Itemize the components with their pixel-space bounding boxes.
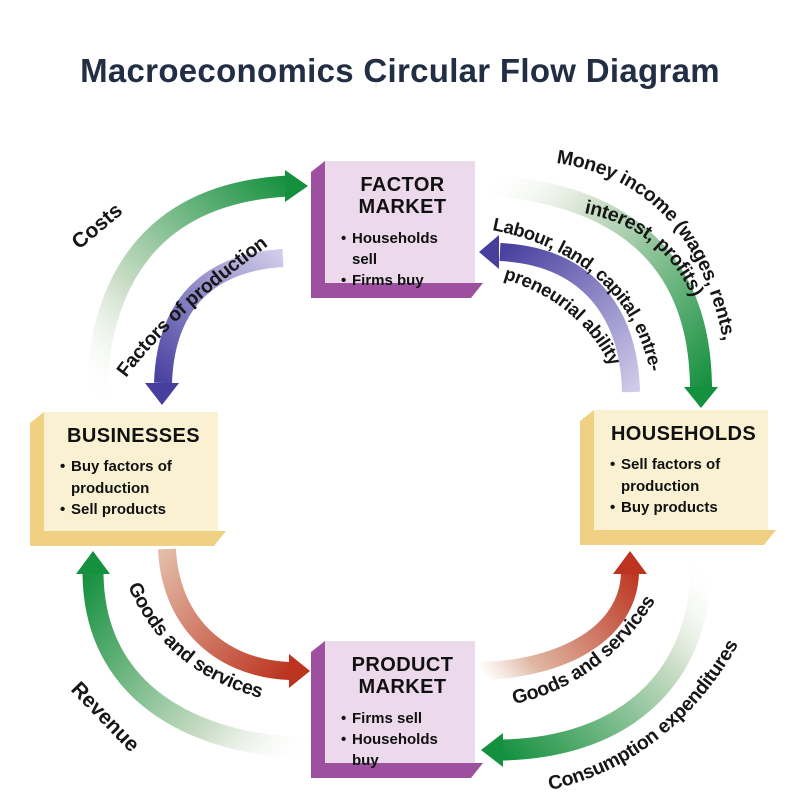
bullet-item: Buy products	[610, 497, 760, 519]
consumption-arrowhead	[481, 733, 503, 767]
costs-arrow	[85, 170, 308, 409]
factor-market-bullets: Households sell Firms buy	[338, 228, 467, 292]
money-income-arrow	[479, 173, 718, 408]
factors-of-production-arrow	[145, 249, 284, 405]
households-box: HOUSEHOLDS Sell factors of production Bu…	[594, 410, 768, 530]
bullet-item: Households sell	[341, 228, 467, 271]
revenue-arrowhead	[76, 551, 110, 574]
bullet-item: Firms buy	[341, 270, 467, 292]
goods-services-left-arrow	[158, 548, 310, 688]
factor-market-box-face: FACTOR MARKET Households sell Firms buy	[325, 161, 475, 292]
costs-arrowhead	[285, 170, 308, 202]
businesses-bullets: Buy factors of production Sell products	[57, 456, 210, 520]
bullet-item: Buy factors of production	[60, 456, 210, 499]
goods-services-left-arrowhead	[289, 654, 310, 688]
bullet-item: Sell products	[60, 499, 210, 521]
labour-arrow	[479, 235, 640, 393]
households-heading: HOUSEHOLDS	[610, 423, 757, 445]
bullet-item: Firms sell	[341, 708, 467, 730]
factor-market-heading: FACTOR MARKET	[358, 174, 447, 219]
product-market-box-face: PRODUCT MARKET Firms sell Households buy	[325, 641, 475, 769]
businesses-box-face: BUSINESSES Buy factors of production Sel…	[44, 412, 218, 531]
product-market-bullets: Firms sell Households buy	[338, 708, 467, 772]
factors-arrowhead	[145, 383, 179, 405]
goods-services-right-arrowhead	[613, 551, 647, 574]
consumption-expenditures-arrow	[481, 558, 712, 767]
bullet-item: Households buy	[341, 729, 467, 772]
labour-arrowhead	[479, 235, 499, 269]
businesses-box: BUSINESSES Buy factors of production Sel…	[44, 412, 218, 531]
households-bullets: Sell factors of production Buy products	[607, 454, 760, 518]
bullet-item: Sell factors of production	[610, 454, 760, 497]
businesses-heading: BUSINESSES	[67, 425, 200, 447]
goods-services-right-arrow	[480, 551, 647, 680]
households-box-face: HOUSEHOLDS Sell factors of production Bu…	[594, 410, 768, 530]
product-market-box: PRODUCT MARKET Firms sell Households buy	[325, 641, 475, 763]
product-market-heading: PRODUCT MARKET	[351, 654, 454, 699]
page-title: Macroeconomics Circular Flow Diagram	[80, 52, 720, 89]
factor-market-box: FACTOR MARKET Households sell Firms buy	[325, 161, 475, 283]
costs-label: Costs	[67, 199, 126, 254]
money-income-arrowhead	[684, 387, 718, 408]
revenue-arrow	[76, 551, 317, 759]
